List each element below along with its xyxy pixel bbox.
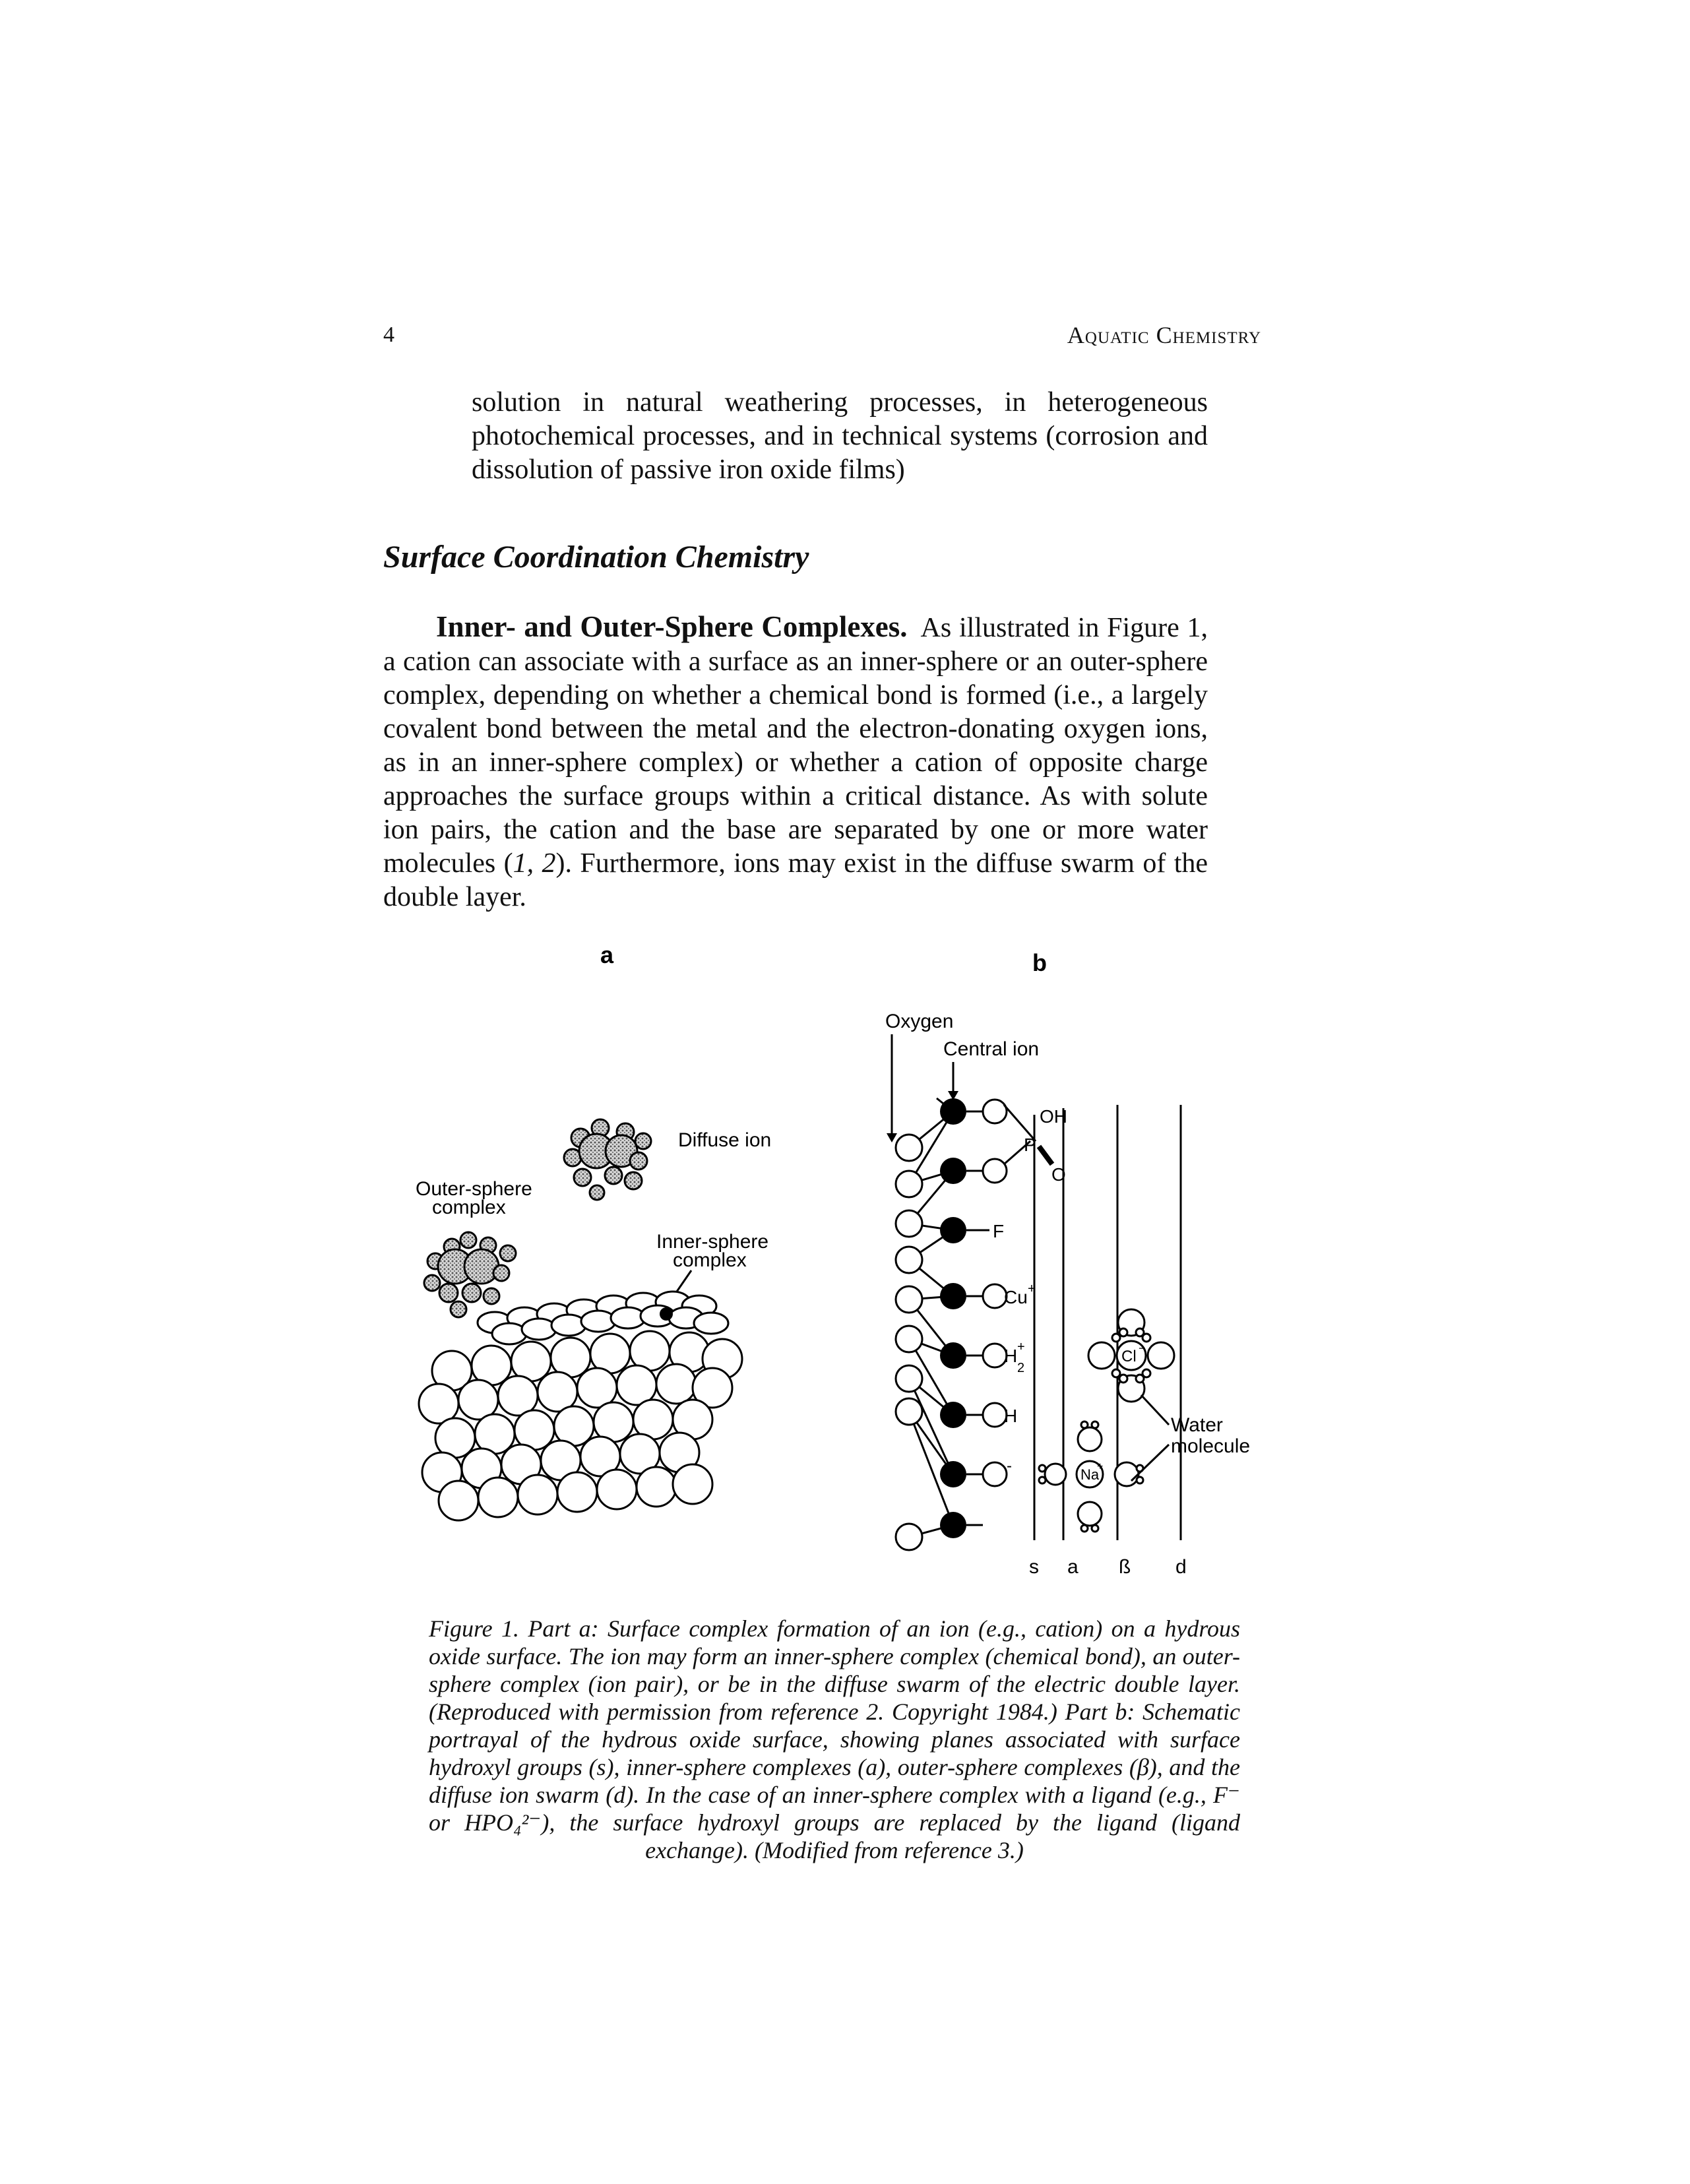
body-paragraph: Inner- and Outer-Sphere Complexes.As ill… — [383, 610, 1208, 914]
diffuse-ion-label: Diffuse ion — [678, 1129, 771, 1151]
water-pointers — [1130, 1394, 1170, 1482]
h2-label: H — [1004, 1346, 1017, 1366]
surface-oxygens — [982, 1098, 1008, 1487]
oxide-body — [418, 1330, 743, 1522]
plane-s-label: s — [1029, 1556, 1039, 1578]
chloride-label: Cl — [1121, 1348, 1137, 1365]
copper-label: Cu — [1004, 1287, 1028, 1307]
water-label-2: molecule — [1171, 1435, 1250, 1457]
central-ions — [940, 1098, 966, 1538]
inner-sphere-label-1: Inner-sphere — [656, 1231, 768, 1253]
h2-subscript: 2 — [1017, 1361, 1024, 1375]
oh-label: OH — [1040, 1106, 1067, 1127]
figure-caption: Figure 1. Part a: Surface complex format… — [429, 1615, 1240, 1863]
runin-title: Inner- and Outer-Sphere Complexes. — [436, 610, 908, 643]
water-label-1: Water — [1171, 1414, 1223, 1436]
phosphate-ligand — [1003, 1104, 1055, 1166]
panel-a: a Diffuse ion Outer-sphere complex Inner… — [416, 941, 771, 1522]
outer-sphere-cluster — [423, 1231, 517, 1319]
continuation-paragraph: solution in natural weathering processes… — [472, 387, 1208, 485]
chloride-hydration — [1087, 1308, 1175, 1403]
sodium-hydration — [1038, 1420, 1144, 1533]
deprotonated-oxygen-charge: - — [1007, 1457, 1012, 1475]
plane-beta-label: ß — [1119, 1556, 1131, 1578]
plane-a-label: a — [1067, 1556, 1079, 1578]
oxygen-label: Oxygen — [885, 1011, 953, 1032]
copper-charge: + — [1028, 1282, 1036, 1296]
chloride-charge: − — [1139, 1342, 1146, 1355]
page-number: 4 — [383, 323, 394, 347]
oxide-surface-top — [476, 1290, 730, 1346]
hydroxyl-h-label: H — [1004, 1406, 1017, 1426]
panel-b-label: b — [1032, 949, 1047, 976]
backbone-oxygens — [894, 1133, 923, 1551]
surface-bonds — [966, 1110, 989, 1526]
paragraph-text-end: ). Furthermore, ions may exist in the di… — [383, 848, 1208, 912]
h2-charge: + — [1017, 1340, 1025, 1354]
citation: 1, 2 — [513, 848, 556, 879]
phosphorus-label: P — [1024, 1135, 1036, 1155]
panel-a-label: a — [600, 941, 614, 968]
section-heading: Surface Coordination Chemistry — [383, 540, 809, 575]
phosphate-oxygen-label: O — [1051, 1164, 1066, 1185]
running-title: Aquatic Chemistry — [1067, 322, 1261, 348]
panel-b: b Oxygen Central ion — [885, 949, 1250, 1578]
inner-sphere-ion — [660, 1307, 673, 1321]
outer-sphere-label-1: Outer-sphere — [416, 1178, 532, 1200]
sodium-charge: + — [1097, 1461, 1103, 1472]
inner-sphere-label-2: complex — [673, 1249, 747, 1271]
figure-1: a Diffuse ion Outer-sphere complex Inner… — [396, 923, 1273, 1583]
sodium-label: Na — [1080, 1466, 1100, 1483]
outer-sphere-label-2: complex — [432, 1197, 506, 1218]
central-ion-label: Central ion — [943, 1038, 1039, 1060]
plane-d-label: d — [1175, 1556, 1187, 1578]
fluoride-label: F — [993, 1221, 1004, 1241]
diffuse-ion-cluster — [563, 1118, 652, 1201]
paragraph-text: As illustrated in Figure 1, a cation can… — [383, 613, 1208, 879]
figure-svg: a Diffuse ion Outer-sphere complex Inner… — [416, 941, 1250, 1578]
